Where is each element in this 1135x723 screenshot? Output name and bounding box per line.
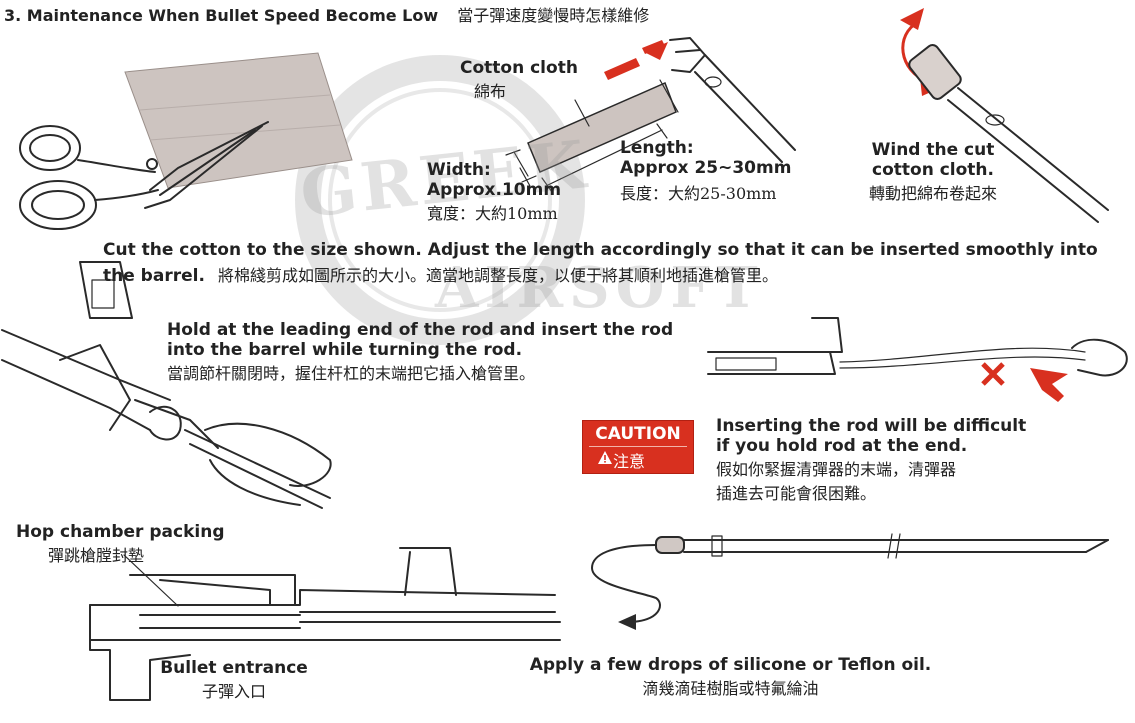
width-label: Width: Approx.10mm 寬度：大約10mm <box>427 160 562 223</box>
caution-badge: CAUTION 注意 <box>582 420 694 474</box>
cleaning-rod-illustration <box>591 533 1109 630</box>
hop-chamber-illustration <box>89 547 561 701</box>
cut-instructions: Cut the cotton to the size shown. Adjust… <box>103 240 1098 286</box>
page-title: 3. Maintenance When Bullet Speed Become … <box>4 6 650 25</box>
bullet-entrance-label: Bullet entrance 子彈入口 <box>160 658 308 701</box>
caution-text: Inserting the rod will be difficult if y… <box>716 416 1027 503</box>
rifle-rod-wrong-illustration <box>707 317 1086 375</box>
insert-arrow-icon <box>604 40 668 80</box>
watermark-text-2: AIRSOFT <box>435 255 764 321</box>
cotton-strip-illustration <box>505 79 679 193</box>
length-label: Length: Approx 25~30mm 長度：大約25-30mm <box>620 138 792 203</box>
cloth-swatch-illustration <box>124 52 353 189</box>
rod-tip-icon <box>669 37 796 163</box>
scissors-icon <box>19 121 269 230</box>
rifle-insert-illustration <box>1 261 332 509</box>
caution-triangle-icon <box>598 451 612 464</box>
wound-cloth-illustration <box>908 44 1109 223</box>
up-arrow-icon <box>1030 368 1068 402</box>
wind-label: Wind the cut cotton cloth. 轉動把綿布卷起來 <box>868 140 997 203</box>
hand-icon <box>1071 338 1128 377</box>
cotton-cloth-label: Cotton cloth 綿布 <box>460 58 578 101</box>
watermark-logo <box>295 55 585 345</box>
hop-chamber-label: Hop chamber packing 彈跳槍膛封墊 <box>16 522 225 565</box>
oil-instruction: Apply a few drops of silicone or Teflon … <box>529 655 932 698</box>
wrong-x-icon <box>981 362 1005 386</box>
hold-instructions: Hold at the leading end of the rod and i… <box>167 320 674 383</box>
